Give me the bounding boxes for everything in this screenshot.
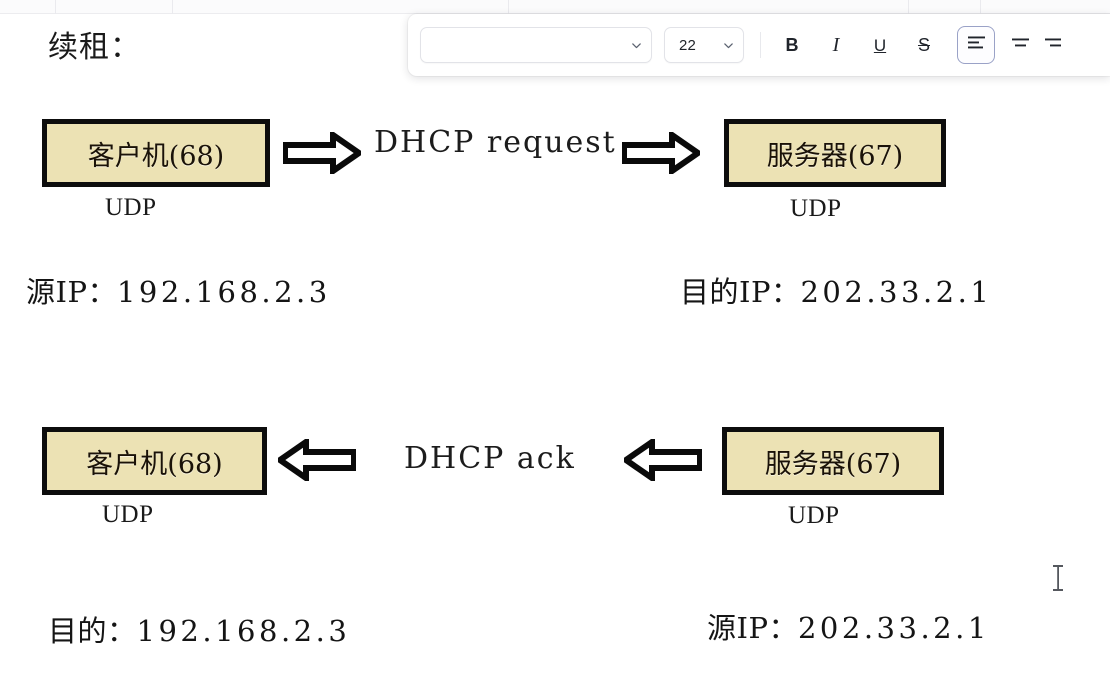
align-right-button[interactable]: [1045, 26, 1061, 64]
destination-ip-prefix: 目的：: [48, 614, 137, 648]
font-size-select[interactable]: 22: [664, 27, 744, 63]
protocol-label: DHCP request: [374, 125, 617, 160]
destination-ip-line: 目的：192.168.2.3: [48, 608, 350, 650]
bold-icon: B: [785, 35, 799, 55]
font-family-select[interactable]: [420, 27, 652, 63]
chrome-seam: [908, 0, 909, 14]
source-ip-prefix: 源IP：: [707, 611, 798, 645]
server-node: 服务器(67): [722, 427, 944, 495]
arrow-right-icon: [283, 132, 361, 174]
chrome-seam: [980, 0, 981, 14]
arrow-right-icon: [622, 132, 700, 174]
server-node-label: 服务器(67): [766, 140, 904, 172]
italic-button[interactable]: I: [817, 26, 855, 64]
source-ip-value: 202.33.2.1: [797, 611, 990, 645]
destination-ip-prefix: 目的IP：: [680, 275, 801, 309]
destination-ip-line: 目的IP：202.33.2.1: [680, 269, 992, 311]
align-center-button[interactable]: [1001, 26, 1039, 64]
align-right-icon: [1045, 35, 1061, 55]
chrome-seam: [55, 0, 56, 14]
protocol-label: DHCP ack: [404, 441, 576, 476]
source-ip-value: 192.168.2.3: [116, 275, 331, 309]
client-udp-label: UDP: [105, 194, 157, 221]
chevron-down-icon: [631, 40, 642, 51]
client-node: 客户机(68): [42, 427, 267, 495]
italic-icon: I: [832, 34, 840, 56]
chrome-seam: [508, 0, 509, 14]
server-node: 服务器(67): [724, 119, 946, 187]
source-ip-line: 源IP：202.33.2.1: [707, 605, 990, 647]
source-ip-line: 源IP：192.168.2.3: [26, 269, 331, 311]
align-center-icon: [1011, 35, 1030, 55]
toolbar-divider: [760, 32, 761, 58]
chevron-down-icon: [723, 40, 734, 51]
chrome-seam: [172, 0, 173, 14]
client-node: 客户机(68): [42, 119, 270, 187]
strikethrough-icon: S: [917, 35, 930, 55]
document-canvas[interactable]: 续租： 客户机(68) UDP DHCP request 服务器(67) UDP…: [0, 14, 1110, 689]
format-toolbar: 22 B I U S: [408, 14, 1110, 76]
arrow-left-icon: [624, 439, 702, 481]
font-size-value: 22: [679, 36, 697, 54]
client-udp-label: UDP: [102, 501, 154, 528]
client-node-label: 客户机(68): [86, 448, 223, 480]
align-left-icon: [967, 35, 986, 55]
app-chrome-strip: [0, 0, 1110, 14]
server-node-label: 服务器(67): [764, 448, 902, 480]
arrow-left-icon: [278, 439, 356, 481]
client-node-label: 客户机(68): [87, 140, 225, 172]
underline-button[interactable]: U: [861, 26, 899, 64]
page-title: 续租：: [48, 30, 141, 65]
strikethrough-button[interactable]: S: [905, 26, 943, 64]
bold-button[interactable]: B: [773, 26, 811, 64]
source-ip-prefix: 源IP：: [26, 275, 117, 309]
server-udp-label: UDP: [788, 502, 840, 529]
server-udp-label: UDP: [790, 195, 842, 222]
destination-ip-value: 202.33.2.1: [800, 275, 993, 309]
align-left-button[interactable]: [957, 26, 995, 64]
underline-icon: U: [873, 35, 887, 55]
destination-ip-value: 192.168.2.3: [136, 614, 351, 648]
